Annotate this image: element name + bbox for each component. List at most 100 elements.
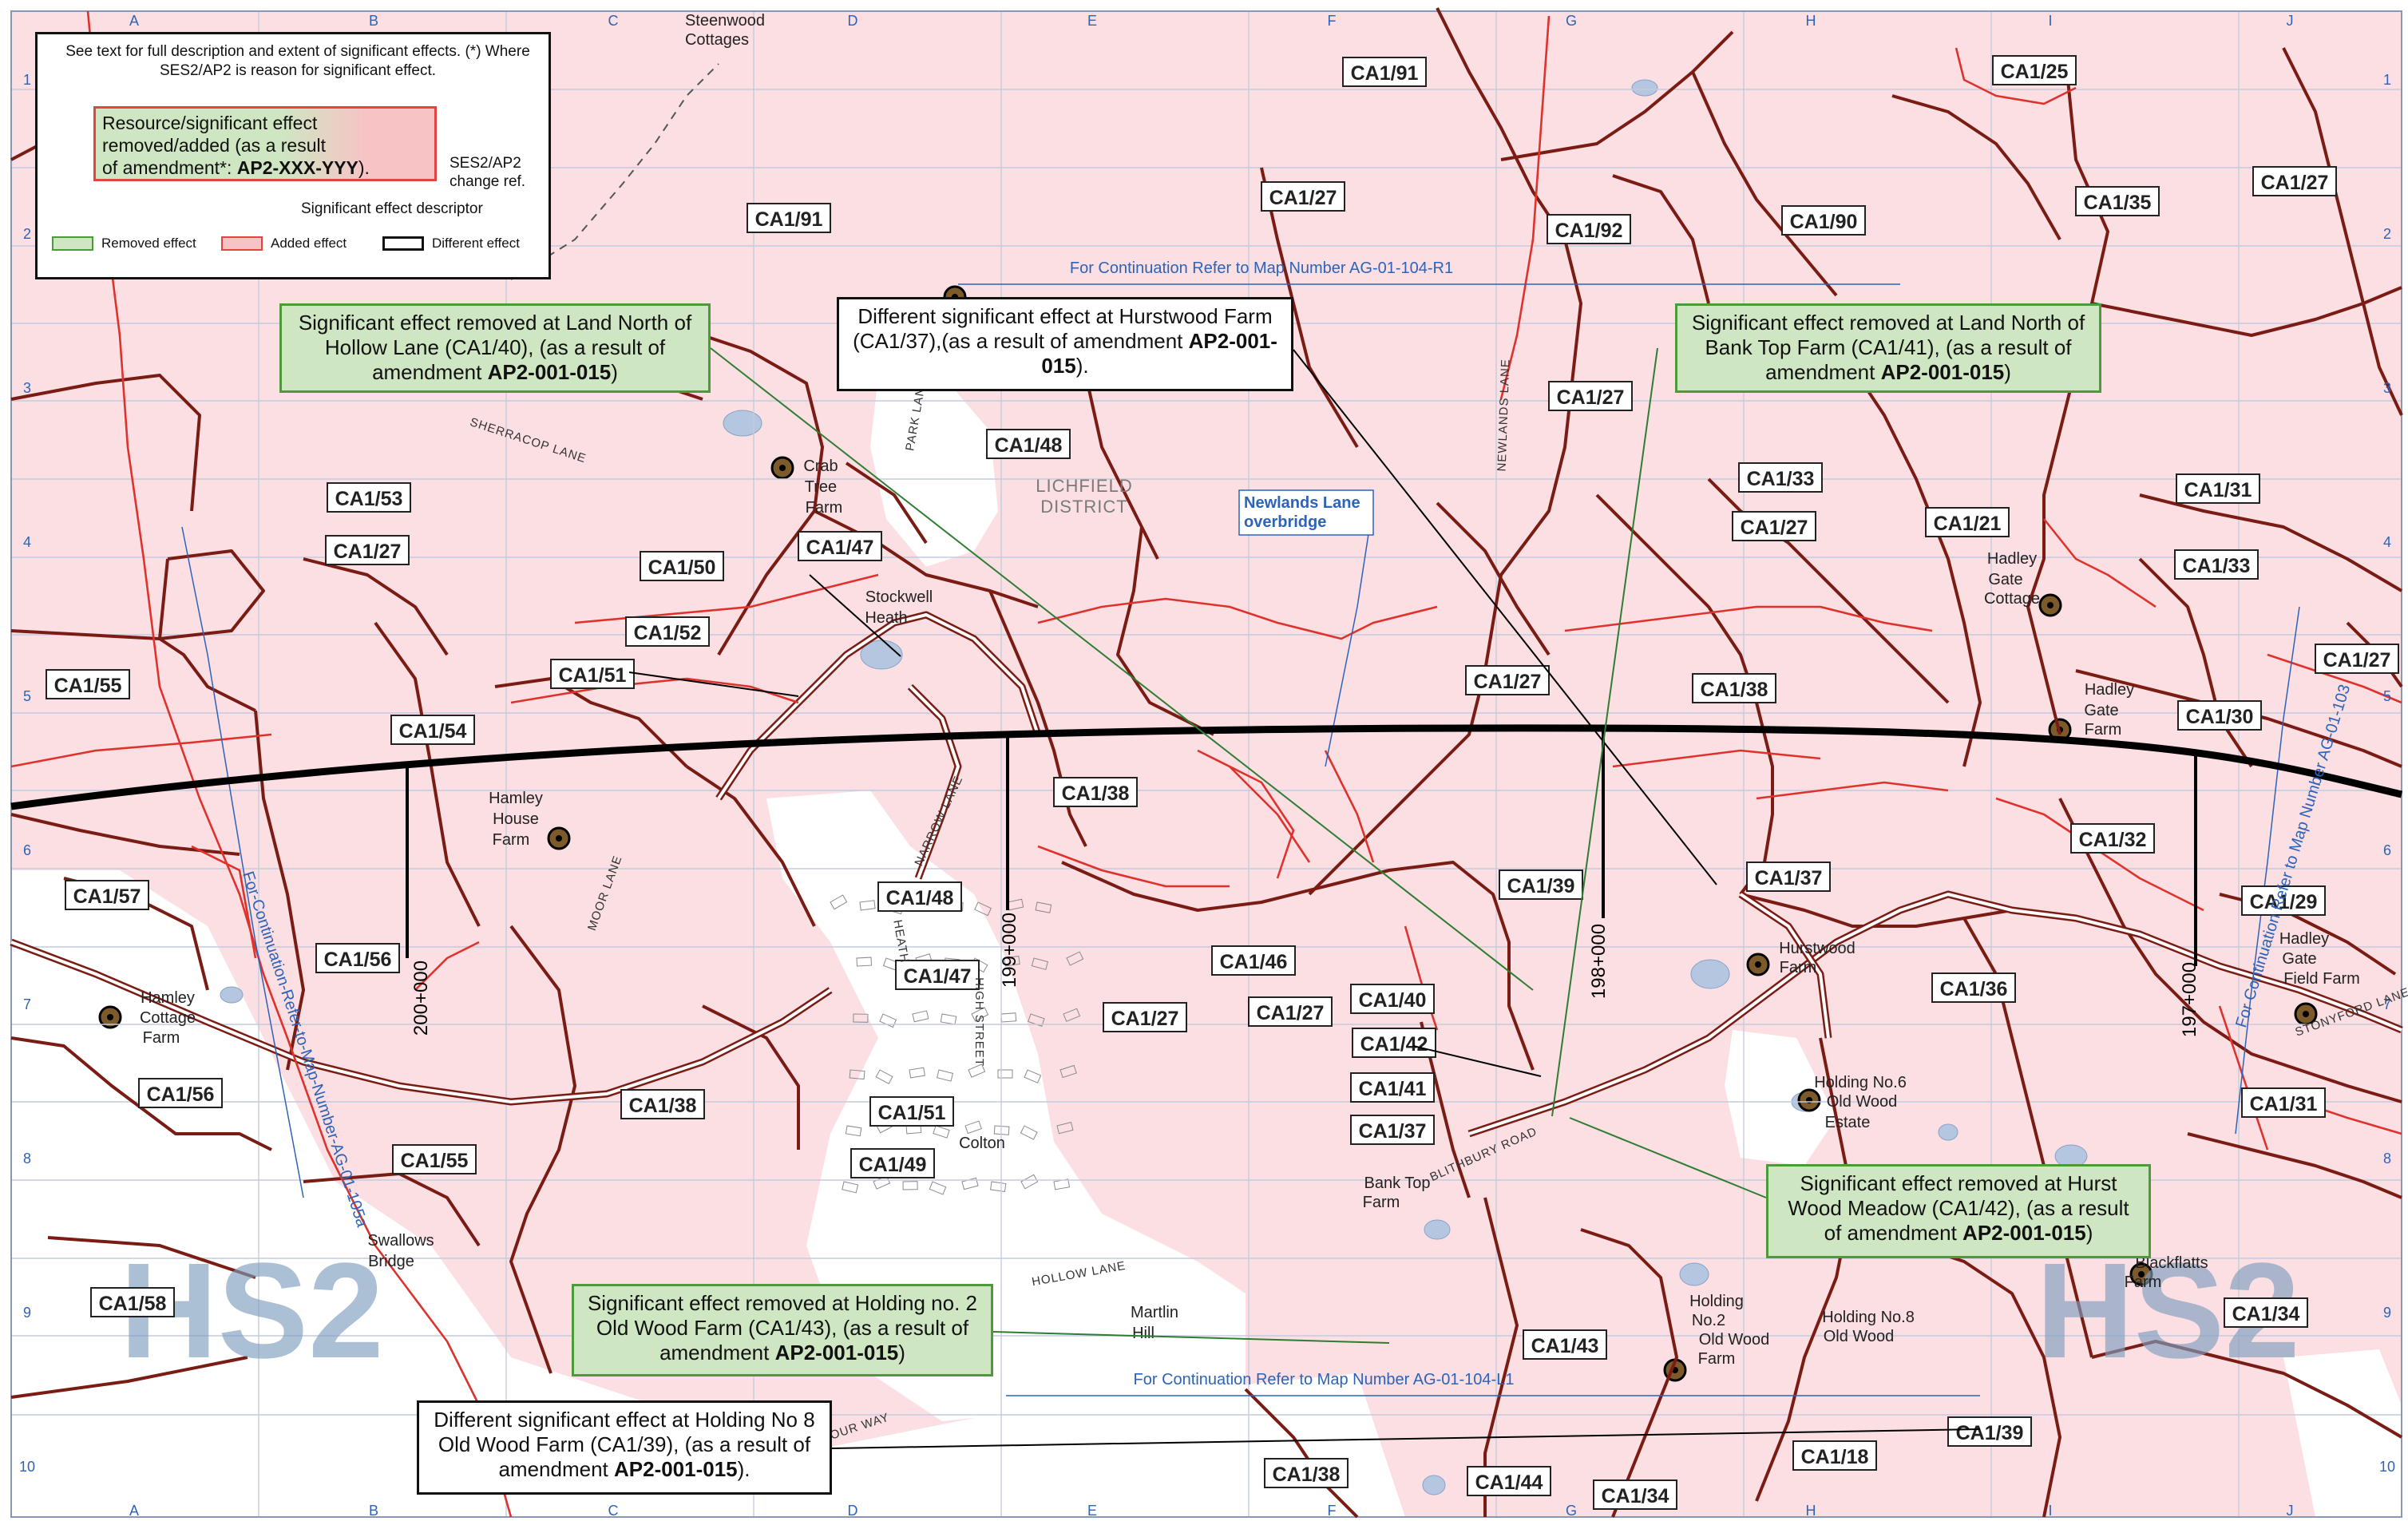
legend-key-different: Different effect (382, 236, 520, 252)
grid-number-right: 6 (2383, 842, 2391, 858)
legend-note: See text for full description and extent… (65, 43, 530, 79)
field-boundary-21 (1260, 167, 1359, 449)
area-ref-text: CA1/51 (559, 664, 627, 687)
field-boundary-2 (10, 374, 201, 512)
field-boundary-52 (702, 1004, 800, 1150)
place-label: Holding No.8 (1822, 1309, 1915, 1326)
grid-number-right: 4 (2383, 534, 2391, 550)
building (849, 1069, 865, 1080)
legend-sample-prefix: of amendment*: (102, 157, 237, 178)
building (856, 957, 873, 967)
area-ref-box (1523, 1329, 1607, 1360)
legend-sample-line1: Resource/significant effect (102, 113, 318, 133)
field-boundary-10 (509, 925, 576, 1374)
different-label: Different effect (432, 236, 520, 251)
field-boundary-29 (2091, 286, 2402, 337)
area-ref-label: CA1/91 (747, 203, 831, 233)
road-fill-2 (1468, 893, 2402, 1135)
area-ref-box (1103, 1002, 1187, 1032)
overbridge-box (1238, 489, 1374, 536)
farm-marker-dot (2303, 1011, 2309, 1017)
farm-marker-dot (1806, 1097, 1812, 1103)
callout-leader-line (710, 347, 1534, 991)
callout-ref: AP2-001-015 (1962, 1221, 2086, 1245)
area-ref-label: CA1/44 (1467, 1466, 1551, 1496)
area-ref-text: CA1/27 (334, 541, 402, 563)
area-ref-box (895, 960, 980, 990)
area-ref-label: CA1/55 (392, 1144, 477, 1174)
area-ref-box (1746, 862, 1831, 892)
area-ref-text: CA1/27 (1474, 671, 1542, 693)
area-ref-text: CA1/21 (1934, 513, 2002, 535)
callout-ref: AP2-001-015 (774, 1341, 899, 1365)
grid-letter-bottom: B (369, 1503, 378, 1519)
area-ref-label: CA1/27 (1248, 996, 1333, 1027)
field-boundary-47 (1580, 1228, 1678, 1518)
water-body-1 (723, 410, 762, 437)
area-ref-text: CA1/58 (99, 1293, 167, 1315)
area-ref-box (1925, 507, 2010, 537)
callout-text: Significant effect removed at Land North… (1691, 311, 2085, 384)
grid-number-right: 1 (2383, 72, 2391, 88)
legend-sample-suffix: ). (358, 157, 370, 178)
area-ref-label: CA1/91 (1342, 57, 1427, 87)
area-ref-box (90, 1287, 175, 1317)
road-label: HIGH STREET (972, 977, 986, 1067)
place-label: Stockwell (865, 588, 933, 606)
area-ref-box (1499, 869, 1583, 900)
field-boundary-49 (2091, 1340, 2403, 1439)
area-ref-text: CA1/38 (1273, 1464, 1341, 1486)
grid-letter-top: G (1566, 13, 1577, 29)
farm-marker-dot (2047, 602, 2054, 608)
area-ref-box (1947, 1416, 2032, 1447)
callout-leader-line (1569, 1117, 1767, 1198)
area-ref-box (2075, 186, 2160, 216)
chainage-label: 200+000 (410, 961, 432, 1036)
area-ref-text: CA1/56 (147, 1083, 215, 1106)
grid-letter-top: H (1806, 13, 1816, 29)
area-ref-text: CA1/36 (1940, 978, 2008, 1000)
field-boundary-17 (988, 590, 1087, 847)
place-label: Old Wood (1699, 1331, 1770, 1349)
area-ref-text: CA1/38 (1701, 679, 1768, 701)
place-label: Old Wood (1827, 1093, 1898, 1111)
building (1063, 1008, 1081, 1022)
area-ref-label: CA1/34 (1593, 1479, 1677, 1510)
grid-number-right: 9 (2383, 1305, 2391, 1321)
field-boundary-42 (2058, 798, 2402, 1103)
grid-number-right: 10 (2379, 1459, 2395, 1475)
place-label: Old Wood (1824, 1328, 1895, 1345)
added-effect-line-12 (1499, 15, 1551, 400)
grid-letter-top: F (1328, 13, 1337, 29)
unaffected-area-1 (11, 870, 1405, 1517)
area-ref-box (392, 1144, 477, 1174)
place-label: House (493, 810, 539, 828)
building (1020, 1174, 1039, 1190)
callout-ref: AP2-001-015 (1041, 329, 1277, 378)
place-label: Cottages (685, 31, 749, 49)
area-ref-label: CA1/27 (2252, 166, 2337, 196)
place-label: Hadley (2279, 930, 2329, 948)
road-label: NEWLANDS LANE (1495, 358, 1513, 472)
field-boundary-48 (1915, 1244, 2061, 1518)
area-ref-box (1248, 996, 1333, 1027)
building (971, 1007, 989, 1022)
callout-text: Significant effect removed at Holding no… (587, 1291, 978, 1365)
area-ref-box (1467, 1466, 1551, 1496)
area-ref-box (877, 881, 962, 912)
area-ref-box (46, 669, 130, 699)
area-ref-text: CA1/27 (1111, 1008, 1179, 1030)
legend-sample-box: Resource/significant effect removed/adde… (93, 106, 437, 181)
chainage-label: 197+000 (2179, 962, 2200, 1037)
area-ref-box (1350, 1072, 1435, 1103)
added-effect-line-16 (2042, 518, 2157, 608)
area-ref-text: CA1/55 (54, 675, 122, 697)
place-label: Hamley (489, 790, 543, 807)
place-label: Cottage (140, 1009, 196, 1027)
area-ref-label: CA1/46 (1211, 945, 1296, 976)
callout-leader-line (628, 671, 799, 697)
removed-swatch (52, 236, 93, 251)
callout-tail: ) (2085, 1221, 2093, 1245)
area-ref-label: CA1/52 (625, 616, 710, 647)
area-ref-box (1352, 1028, 1436, 1058)
